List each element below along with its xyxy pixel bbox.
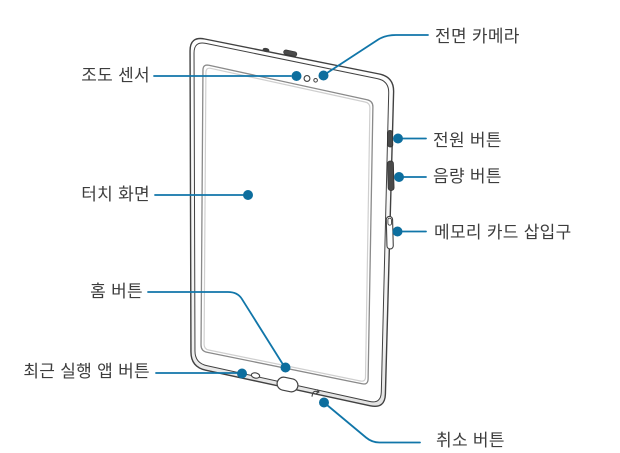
top-microphone-hole	[262, 47, 270, 53]
callout-dot-home-button	[280, 362, 291, 373]
label-power-button: 전원 버튼	[433, 131, 502, 150]
callout-dot-illuminance-sensor	[291, 71, 302, 81]
touch-screen-inner-line	[203, 67, 371, 382]
callout-dot-recent-apps-button	[237, 368, 247, 379]
home-button-shape	[276, 376, 299, 393]
callout-dot-cancel-button	[319, 397, 329, 408]
label-memory-card-slot: 메모리 카드 삽입구	[434, 223, 572, 242]
top-ir-port	[283, 49, 298, 57]
callout-line-home-button	[147, 291, 284, 366]
volume-button-shape	[387, 160, 395, 191]
illuminance-sensor-hole	[303, 75, 311, 82]
label-recent-apps-button: 최근 실행 앱 버튼	[23, 362, 150, 381]
callout-dot-volume-button	[394, 172, 404, 182]
back-key-icon	[311, 389, 320, 397]
callout-dot-front-camera	[318, 70, 329, 81]
touch-screen-area	[200, 64, 374, 385]
callout-line-front-camera	[326, 34, 429, 74]
label-volume-button: 음량 버튼	[433, 167, 502, 186]
callout-dot-memory-card-slot	[392, 226, 403, 237]
memory-card-slot-notch	[387, 217, 393, 226]
callout-dot-touch-screen	[243, 190, 253, 200]
power-button-shape	[387, 130, 394, 148]
label-cancel-button: 취소 버튼	[436, 431, 505, 450]
label-front-camera: 전면 카메라	[435, 27, 520, 46]
small-sensor-hole	[313, 78, 318, 83]
callout-line-cancel-button	[326, 404, 421, 444]
label-home-button: 홈 버튼	[90, 282, 143, 301]
label-touch-screen: 터치 화면	[81, 185, 150, 204]
recent-apps-key-shape	[250, 372, 261, 379]
callout-dot-power-button	[393, 133, 403, 144]
label-illuminance-sensor: 조도 센서	[81, 66, 150, 85]
